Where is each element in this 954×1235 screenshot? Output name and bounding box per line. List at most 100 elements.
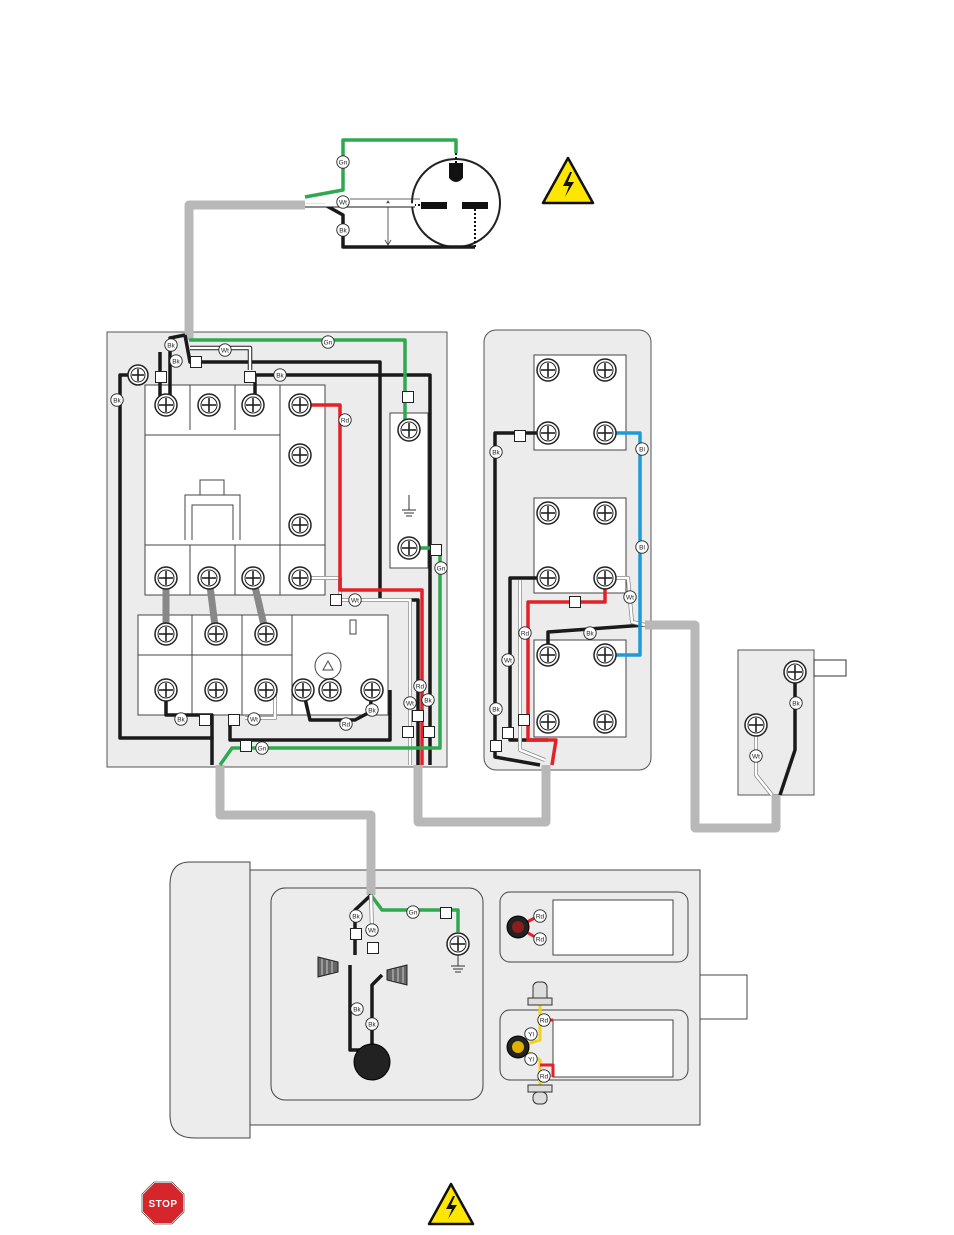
svg-text:Wt: Wt [406, 700, 414, 707]
svg-text:Gn: Gn [324, 339, 333, 346]
svg-text:Bk: Bk [368, 1021, 376, 1028]
svg-text:Wt: Wt [504, 657, 512, 664]
wire-connector [156, 372, 167, 383]
svg-text:Bk: Bk [492, 706, 500, 713]
screw-terminal [537, 502, 559, 524]
svg-text:Wt: Wt [339, 199, 347, 206]
plug-receptacle-icon [412, 153, 500, 247]
wire-connector [441, 908, 452, 919]
screw-terminal [537, 359, 559, 381]
screw-terminal [398, 419, 420, 441]
svg-text:Rd: Rd [540, 1073, 549, 1080]
wire-connector [200, 715, 211, 726]
wire-label-rd: Rd [534, 933, 546, 945]
screw-terminal [198, 394, 220, 416]
wire-label-bk: Bk [422, 694, 434, 706]
wire-label-gn: Gn [256, 742, 268, 754]
wire-label-bl: Bl [636, 443, 648, 455]
wire-label-rd: Rd [414, 680, 426, 692]
svg-text:Bk: Bk [172, 358, 180, 365]
wire-label-bk: Bk [366, 1018, 378, 1030]
svg-text:Bk: Bk [586, 630, 594, 637]
wire-connector [491, 741, 502, 752]
screw-terminal [594, 502, 616, 524]
svg-text:Gn: Gn [339, 159, 348, 166]
wire-label-rd: Rd [534, 910, 546, 922]
wire-label-bk: Bk [490, 703, 502, 715]
svg-text:Bk: Bk [368, 707, 376, 714]
svg-text:Rd: Rd [341, 417, 350, 424]
screw-terminal [447, 933, 469, 955]
svg-text:Wt: Wt [351, 597, 359, 604]
svg-text:Gn: Gn [258, 745, 267, 752]
wire-label-bk: Bk [175, 713, 187, 725]
wire-label-yl: Yl [525, 1053, 537, 1065]
svg-text:Bk: Bk [276, 372, 284, 379]
screw-terminal [155, 567, 177, 589]
wire-connector [241, 741, 252, 752]
capacitor-terminal-bottom-inner [512, 1041, 524, 1053]
svg-text:Rd: Rd [540, 1017, 549, 1024]
wire-label-bk: Bk [170, 355, 182, 367]
wire-connector [245, 372, 256, 383]
wire-label-rd: Rd [339, 414, 351, 426]
svg-text:Yl: Yl [528, 1031, 534, 1038]
wire-label-rd: Rd [340, 718, 352, 730]
wire-connector [413, 711, 424, 722]
svg-text:Bk: Bk [424, 697, 432, 704]
wire-connector [351, 929, 362, 940]
wire-label-yl: Yl [525, 1028, 537, 1040]
svg-text:Rd: Rd [536, 913, 545, 920]
screw-terminal [361, 679, 383, 701]
svg-text:Bk: Bk [492, 449, 500, 456]
svg-text:Gn: Gn [437, 565, 446, 572]
capacitor-label-bottom [553, 1020, 673, 1077]
screw-terminal [205, 679, 227, 701]
wire-label-bk: Bk [337, 224, 349, 236]
wire-label-wt: Wt [366, 924, 378, 936]
svg-text:Bk: Bk [177, 716, 185, 723]
screw-terminal [398, 537, 420, 559]
wire-label-rd: Rd [538, 1070, 550, 1082]
screw-terminal [594, 711, 616, 733]
wire-label-wt: Wt [502, 654, 514, 666]
wire-label-bk: Bk [165, 339, 177, 351]
screw-terminal [594, 422, 616, 444]
wire-label-bl: Bl [636, 541, 648, 553]
screw-terminal [292, 679, 314, 701]
screw-terminal [255, 679, 277, 701]
wire-label-wt: Wt [404, 697, 416, 709]
wire-label-gn: Gn [337, 156, 349, 168]
svg-text:Rd: Rd [416, 683, 425, 690]
wire-label-bk: Bk [490, 446, 502, 458]
wire-connector [229, 715, 240, 726]
screw-terminal [289, 567, 311, 589]
wire-label-bk: Bk [350, 910, 362, 922]
svg-text:Bl: Bl [639, 544, 645, 551]
svg-text:Wt: Wt [250, 716, 258, 723]
capacitor-terminal-top-inner [512, 921, 524, 933]
wire-label-wt: Wt [624, 591, 636, 603]
screw-terminal [255, 623, 277, 645]
wire-label-bk: Bk [366, 704, 378, 716]
svg-text:Bk: Bk [792, 700, 800, 707]
screw-terminal [289, 514, 311, 536]
svg-text:Bk: Bk [352, 913, 360, 920]
motor-shaft [700, 975, 747, 1019]
screw-terminal [745, 714, 767, 736]
wire-label-rd: Rd [538, 1014, 550, 1026]
svg-text:Yl: Yl [528, 1056, 534, 1063]
screw-terminal [205, 623, 227, 645]
wire-label-wt: Wt [219, 344, 231, 356]
svg-text:Bl: Bl [639, 446, 645, 453]
wire-connector [368, 943, 379, 954]
screw-terminal [242, 567, 264, 589]
stop-sign-icon: STOP [142, 1182, 184, 1224]
svg-text:Gn: Gn [409, 909, 418, 916]
limit-switch-shaft [814, 660, 846, 676]
switch-blocks [534, 355, 626, 737]
motor-cable-grommet [354, 1044, 390, 1080]
wire-connector [331, 595, 342, 606]
svg-text:Bk: Bk [113, 397, 121, 404]
screw-terminal [537, 567, 559, 589]
